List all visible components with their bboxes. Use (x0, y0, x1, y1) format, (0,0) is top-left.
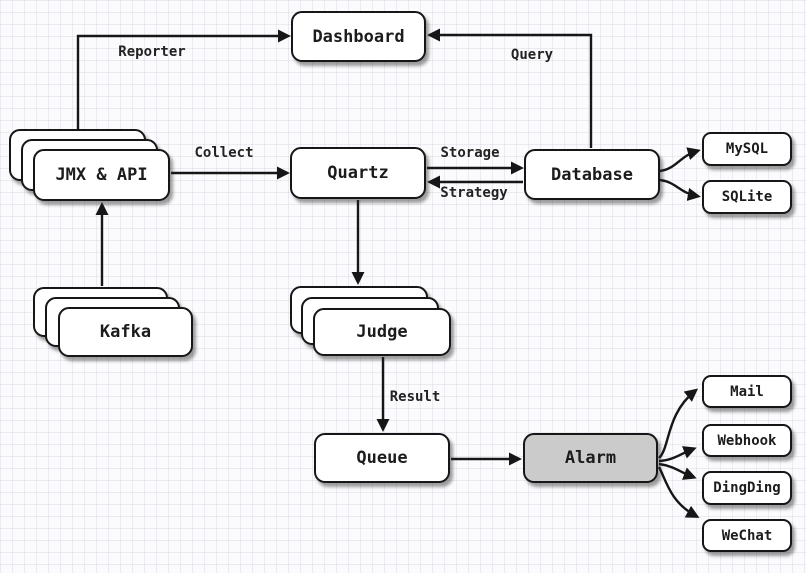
node-judge-label: Judge (356, 322, 408, 342)
node-wechat: WeChat (702, 519, 792, 552)
edge-label-collect: Collect (194, 145, 254, 161)
node-mysql-label: MySQL (725, 141, 769, 157)
node-sqlite-label: SQLite (721, 189, 773, 205)
node-database-label: Database (551, 164, 633, 185)
node-webhook: Webhook (702, 424, 792, 457)
node-database: Database (524, 149, 660, 200)
node-jmx-api-label: JMX & API (55, 165, 148, 185)
node-mysql: MySQL (702, 132, 792, 166)
edge-query-arrow (427, 28, 593, 148)
node-dashboard-label: Dashboard (312, 26, 405, 47)
node-dashboard: Dashboard (291, 11, 426, 62)
node-quartz: Quartz (290, 147, 426, 199)
node-queue-label: Queue (356, 448, 408, 468)
edge-database-sqlite-arrow (659, 178, 701, 201)
node-alarm: Alarm (523, 433, 658, 483)
edge-alarm-dingding-arrow (658, 462, 697, 480)
node-judge: Judge (290, 286, 451, 378)
edge-reporter-arrow (76, 29, 291, 130)
jmx-api-stack-front: JMX & API (33, 149, 170, 201)
node-kafka-label: Kafka (99, 322, 152, 342)
node-webhook-label: Webhook (717, 432, 777, 449)
edge-label-result: Result (389, 389, 441, 405)
edge-alarm-webhook-arrow (658, 446, 697, 463)
node-kafka: Kafka (33, 287, 193, 377)
node-mail-label: Mail (730, 383, 764, 400)
edge-label-strategy: Strategy (440, 185, 508, 201)
edge-label-reporter: Reporter (118, 44, 186, 60)
node-jmx-api: JMX & API (9, 129, 170, 221)
edge-alarm-wechat-arrow (657, 466, 700, 518)
edge-label-query: Query (510, 47, 554, 63)
edge-alarm-mail-arrow (658, 388, 699, 459)
edge-label-storage: Storage (440, 145, 500, 161)
node-mail: Mail (702, 375, 792, 408)
node-alarm-label: Alarm (564, 448, 617, 468)
kafka-stack-front: Kafka (58, 307, 193, 357)
node-sqlite: SQLite (702, 180, 792, 214)
node-queue: Queue (314, 433, 450, 483)
node-quartz-label: Quartz (327, 163, 389, 183)
node-wechat-label: WeChat (721, 527, 773, 544)
edge-database-mysql-arrow (659, 147, 701, 173)
node-dingding-label: DingDing (713, 480, 781, 496)
judge-stack-front: Judge (313, 308, 451, 356)
node-dingding: DingDing (702, 471, 792, 505)
